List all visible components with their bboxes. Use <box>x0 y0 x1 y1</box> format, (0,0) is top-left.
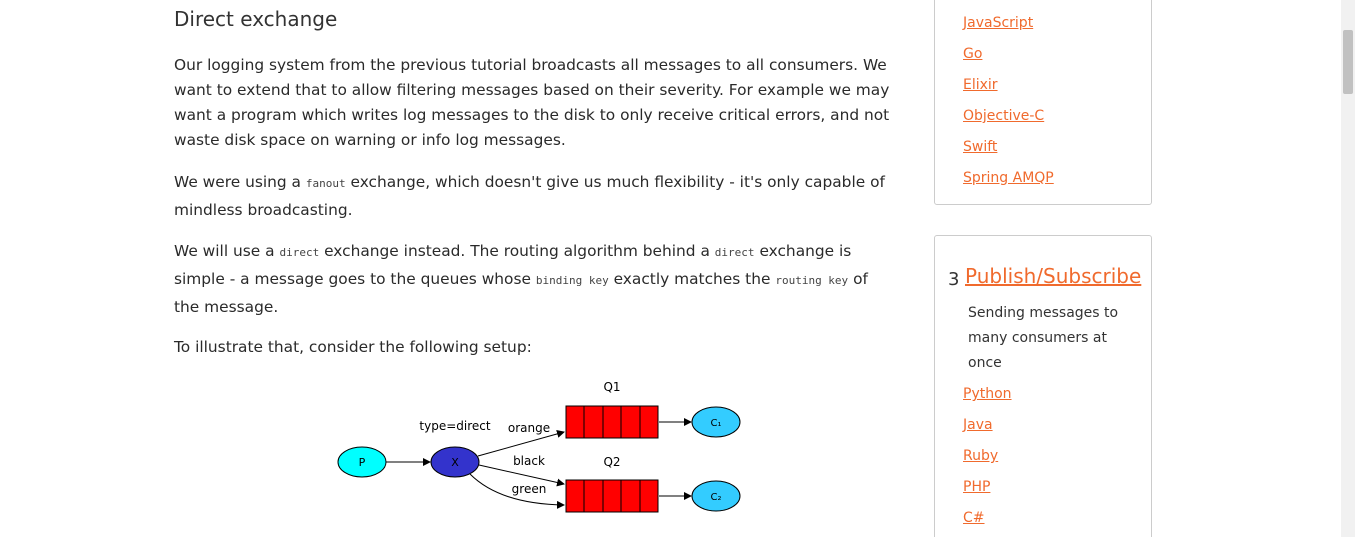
queue1-node <box>565 405 659 439</box>
tutorial-article: Direct exchange Our logging system from … <box>174 0 894 360</box>
edge-x-q2-black <box>478 464 565 487</box>
producer-label: P <box>359 456 366 469</box>
paragraph-fanout: We were using a fanout exchange, which d… <box>174 169 894 224</box>
paragraph-illustrate: To illustrate that, consider the followi… <box>174 338 532 356</box>
vertical-scrollbar[interactable] <box>1341 0 1355 537</box>
paragraph-direct: We will use a direct exchange instead. T… <box>174 238 894 321</box>
sidebar-link-objective-c[interactable]: Objective-C <box>963 108 1045 124</box>
sidebar-link-php[interactable]: PHP <box>963 479 991 495</box>
consumer1-label: C₁ <box>711 418 722 429</box>
sidebar-link-csharp[interactable]: C# <box>963 510 985 526</box>
sidebar-link-go[interactable]: Go <box>963 46 983 62</box>
code-fanout: fanout <box>305 177 346 190</box>
sidebar-link-javascript[interactable]: JavaScript <box>963 15 1034 31</box>
text: exactly matches the <box>608 270 776 288</box>
edge-x-q2-green <box>469 473 565 509</box>
consumer2-node: C₂ <box>691 480 741 512</box>
sidebar-box-languages <box>934 0 1152 205</box>
binding-green-label: green <box>512 482 547 496</box>
sidebar-link-python[interactable]: Python <box>963 386 1012 402</box>
text: exchange is simple - a message goes to t… <box>174 242 852 288</box>
queue1-label: Q1 <box>603 380 620 394</box>
producer-node: P <box>337 446 387 478</box>
sidebar-link-ruby[interactable]: Ruby <box>963 448 999 464</box>
queue2-label: Q2 <box>603 455 620 469</box>
sidebar-link-swift[interactable]: Swift <box>963 139 998 155</box>
text: exchange, which doesn't give us much fle… <box>174 173 885 219</box>
code-binding-key: binding key <box>535 274 609 287</box>
section-description: Sending messages to many consumers at on… <box>968 305 1119 371</box>
code-direct: direct <box>714 246 755 259</box>
queue2-node <box>565 479 659 513</box>
exchange-type-label: type=direct <box>419 419 490 433</box>
section-heading: Direct exchange <box>174 7 338 31</box>
sidebar-box-publish-subscribe <box>934 235 1152 537</box>
paragraph-intro: Our logging system from the previous tut… <box>174 56 890 149</box>
text: We were using a <box>174 173 306 191</box>
edge-x-q1 <box>477 430 565 457</box>
binding-orange-label: orange <box>508 421 550 435</box>
binding-black-label: black <box>513 454 545 468</box>
scrollbar-thumb[interactable] <box>1343 30 1353 94</box>
consumer1-node: C₁ <box>691 406 741 438</box>
section-number: 3 <box>948 269 960 290</box>
sidebar-link-java[interactable]: Java <box>963 417 993 433</box>
sidebar-link-elixir[interactable]: Elixir <box>963 77 998 93</box>
section-title-link[interactable]: Publish/Subscribe <box>965 264 1142 288</box>
text: We will use a <box>174 242 280 260</box>
text: exchange instead. The routing algorithm … <box>319 242 715 260</box>
consumer2-label: C₂ <box>711 492 722 503</box>
text: of the message. <box>174 270 868 316</box>
code-direct: direct <box>279 246 320 259</box>
sidebar-link-spring-amqp[interactable]: Spring AMQP <box>963 170 1054 186</box>
direct-exchange-diagram: P X type=direct orange black green Q1 Q2 <box>337 380 741 513</box>
exchange-node: X <box>430 446 480 478</box>
exchange-label: X <box>451 456 459 469</box>
code-routing-key: routing key <box>775 274 849 287</box>
